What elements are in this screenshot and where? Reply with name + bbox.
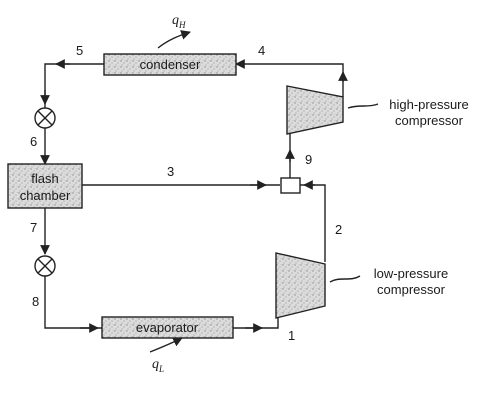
flash-chamber-label-line2: chamber [20,188,71,203]
hp-compressor-leader [347,103,379,109]
lp-compressor-label-line2: compressor [377,282,446,297]
flash-chamber-label-line1: flash [31,171,58,186]
flash-chamber-box [7,163,83,209]
state-8-label: 8 [32,294,39,309]
line-state-4 [235,59,344,97]
lp-compressor-label-line1: low-pressure [374,266,448,281]
heat-in-arrow [149,337,183,353]
state-2-label: 2 [335,222,342,237]
hp-compressor-label-line1: high-pressure [389,97,469,112]
state-3-label: 3 [167,164,174,179]
state-9-label: 9 [305,152,312,167]
condenser-label: condenser [140,57,201,72]
lp-compressor-leader [329,275,361,283]
expansion-valve-upper [34,107,56,129]
heat-in-label: qL [152,357,164,374]
heat-out-arrow [157,30,191,49]
state-6-label: 6 [30,134,37,149]
heat-out-label: qH [172,13,186,30]
evaporator-label: evaporator [136,320,199,335]
line-state-8 [44,276,102,329]
evaporator-box [101,316,234,339]
line-state-5 [44,63,104,108]
state-5-label: 5 [76,43,83,58]
expansion-valve-lower [34,255,56,277]
high-pressure-compressor [286,85,344,135]
hp-compressor-label-line2: compressor [395,113,464,128]
state-7-label: 7 [30,220,37,235]
line-state-2 [300,184,326,262]
low-pressure-compressor [275,252,326,319]
state-1-label: 1 [288,328,295,343]
state-4-label: 4 [258,43,265,58]
mixing-chamber-box [280,177,301,194]
line-state-1 [233,318,279,329]
condenser-box [103,53,237,76]
